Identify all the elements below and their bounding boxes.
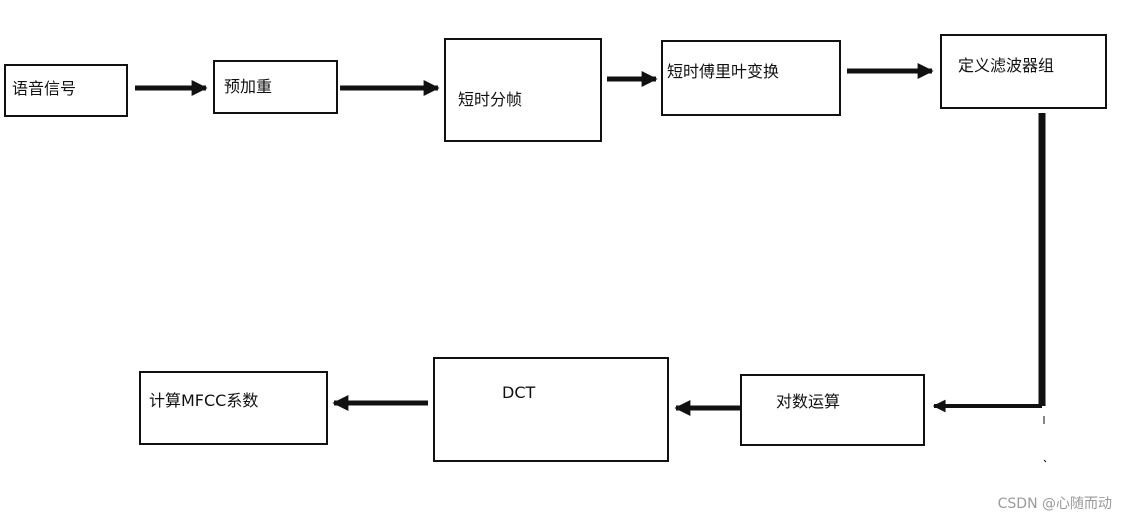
node-label: 计算MFCC系数 [149, 391, 259, 410]
node-dct: DCT [433, 357, 669, 462]
node-label: 定义滤波器组 [958, 56, 1055, 75]
node-label: 对数运算 [776, 392, 841, 411]
node-label: 短时傅里叶变换 [667, 62, 780, 81]
node-label: 预加重 [224, 77, 273, 96]
corner-dot [1043, 459, 1047, 463]
node-mfcc: 计算MFCC系数 [139, 371, 328, 445]
node-speech-signal: 语音信号 [4, 64, 128, 117]
node-label: DCT [502, 383, 536, 402]
node-stft: 短时傅里叶变换 [661, 40, 841, 116]
node-log-operation: 对数运算 [740, 374, 925, 446]
node-filter-bank: 定义滤波器组 [940, 34, 1107, 109]
node-framing: 短时分帧 [444, 38, 602, 142]
watermark: CSDN @心随而动 [997, 496, 1112, 512]
node-label: 语音信号 [12, 79, 77, 98]
node-pre-emphasis: 预加重 [213, 60, 338, 114]
node-label: 短时分帧 [458, 90, 523, 109]
